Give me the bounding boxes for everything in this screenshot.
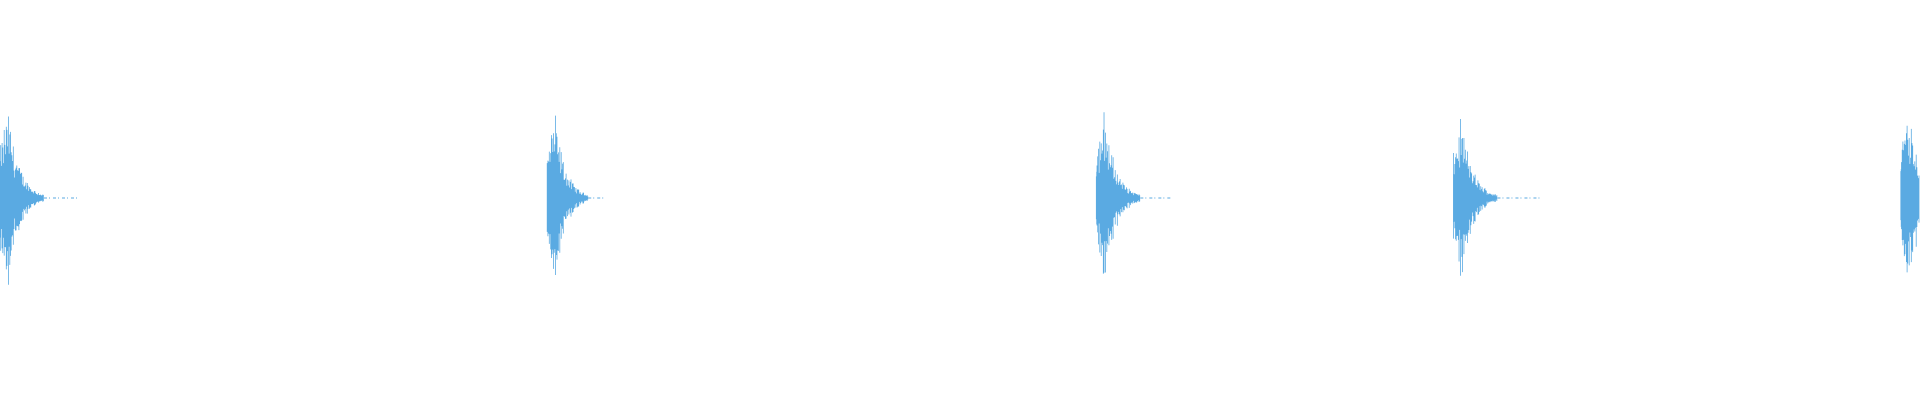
waveform-burst [0, 116, 80, 285]
waveform-burst-strokes [1900, 125, 1920, 273]
waveform-burst-strokes [0, 116, 44, 285]
waveform-burst [1900, 125, 1920, 273]
waveform-bursts [0, 112, 1920, 285]
waveform-burst-strokes [1095, 112, 1141, 274]
waveform-burst [1453, 118, 1540, 276]
waveform-burst-strokes [1453, 118, 1498, 276]
waveform-burst [1095, 112, 1171, 274]
waveform-burst-strokes [546, 115, 589, 275]
waveform-burst [546, 115, 607, 275]
